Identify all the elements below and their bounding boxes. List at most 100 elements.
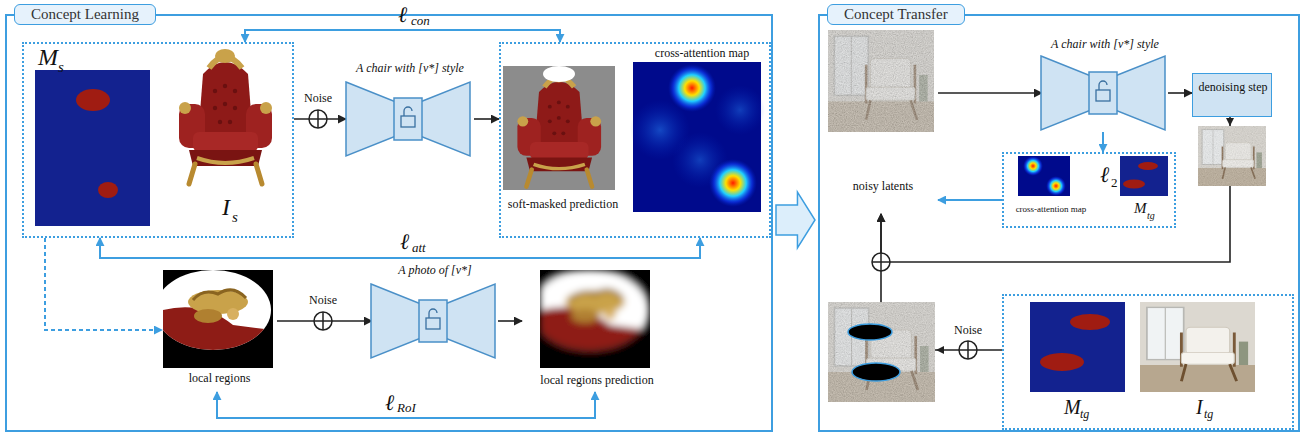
node-label: cross-attention map xyxy=(1006,204,1096,214)
noisy-latents-image xyxy=(828,30,934,132)
node-label: ℓ xyxy=(1100,162,1109,187)
denoised-image xyxy=(1198,126,1266,186)
sum-symbol xyxy=(309,110,977,359)
loss-subscript: att xyxy=(412,241,426,256)
connector xyxy=(938,92,1042,94)
source-mask xyxy=(98,182,118,198)
unet-block: A chair with [v*] style xyxy=(1042,38,1168,132)
masked-noisy-image xyxy=(828,302,935,402)
connector xyxy=(938,199,1002,201)
masked-noisy-image xyxy=(848,324,892,340)
connector xyxy=(474,118,499,120)
node-label: M xyxy=(38,44,58,72)
attention-loss-box: cross-attention mapℓ2Mtg xyxy=(1002,152,1176,228)
noisy-latents-image xyxy=(828,30,934,132)
target-input-box: MtgItg xyxy=(1002,294,1294,430)
sum-symbol xyxy=(872,253,890,271)
connector xyxy=(217,392,595,418)
local-prediction-image xyxy=(540,270,650,368)
node-label: M xyxy=(1064,396,1081,419)
cross-attention-small xyxy=(1018,156,1070,196)
target-mask-small xyxy=(1120,156,1168,196)
cross-attention-small xyxy=(1023,156,1043,176)
arrowhead xyxy=(1226,118,1234,126)
node-label: cross-attention map xyxy=(634,47,770,61)
denoised-image xyxy=(1198,126,1266,186)
connector xyxy=(498,320,522,322)
target-mask xyxy=(1030,302,1125,392)
local-prediction-image xyxy=(540,270,650,368)
unet-symbol xyxy=(1041,56,1165,130)
node-label: 2 xyxy=(1111,176,1118,191)
concept-learning-panel: Concept LearningMsIsA chair with [v*] st… xyxy=(5,14,773,432)
arrowhead xyxy=(936,346,944,354)
target-image xyxy=(1140,302,1255,392)
unet-symbol xyxy=(1041,56,1165,130)
local-regions-node: local regions xyxy=(162,270,277,392)
unet-symbol xyxy=(371,284,495,358)
unet-symbol xyxy=(371,284,495,358)
loss-subscript: RoI xyxy=(397,401,416,416)
unet-symbol xyxy=(346,82,470,156)
connector xyxy=(245,30,560,42)
transition-arrow xyxy=(776,192,815,248)
node-label: soft-masked prediction xyxy=(507,198,619,212)
cross-attention-image xyxy=(709,159,757,207)
masked-noisy-image xyxy=(828,302,935,402)
denoised-image xyxy=(1198,126,1266,186)
node-label: I xyxy=(222,194,230,222)
masked-noisy-image xyxy=(828,302,935,402)
local-prediction-node: local regions prediction xyxy=(522,270,672,392)
masked-noisy-image xyxy=(852,363,900,381)
node-label: local regions xyxy=(162,372,277,386)
connector xyxy=(1102,132,1104,152)
node-label: A photo of [v*] xyxy=(372,264,498,278)
source-mask xyxy=(35,70,150,226)
source-chair-image xyxy=(179,49,272,184)
cross-attention-small xyxy=(1046,176,1066,196)
node-label: A chair with [v*] style xyxy=(1042,38,1168,52)
cross-attention-image xyxy=(630,62,765,212)
connector xyxy=(881,117,1230,262)
local-prediction-image xyxy=(540,270,650,368)
connector xyxy=(1168,92,1192,94)
node-label: s xyxy=(58,59,64,76)
source-input-box: MsIs xyxy=(22,42,294,238)
target-mask-small xyxy=(1120,156,1168,196)
arrowhead xyxy=(936,118,1234,354)
prediction-box: soft-masked prediction cross-attention ma… xyxy=(499,42,771,238)
cross-attention-small xyxy=(1018,156,1070,196)
unet-block: A chair with [v*] style xyxy=(346,62,474,162)
cross-attention-image xyxy=(715,85,765,135)
loss-symbol: ℓ xyxy=(398,2,407,27)
edge-label: Noise xyxy=(946,324,990,338)
loss-subscript: con xyxy=(411,14,430,29)
cross-attention-image xyxy=(668,64,716,112)
node-label: I xyxy=(1196,396,1203,419)
loss-symbol: ℓ xyxy=(400,229,409,254)
target-mask xyxy=(1040,353,1084,371)
soft-masked-image xyxy=(503,66,615,190)
node-label: tg xyxy=(1147,210,1155,222)
sum-symbol xyxy=(314,312,332,330)
source-mask xyxy=(76,89,110,111)
panel-title: Concept Learning xyxy=(14,4,156,25)
edge-label: Noise xyxy=(296,92,340,106)
local-prediction-image xyxy=(540,270,650,368)
target-mask xyxy=(1070,314,1110,330)
target-mask-small xyxy=(1123,180,1145,189)
soft-masked-image xyxy=(503,66,615,190)
noisy-latents-node: noisy latents xyxy=(828,32,938,214)
node-label: noisy latents xyxy=(828,180,938,194)
edge-label: Noise xyxy=(301,294,345,308)
unet-block: A photo of [v*] xyxy=(372,264,498,364)
local-regions-image xyxy=(163,270,273,368)
source-mask xyxy=(35,70,150,226)
denoising-step-box: denoising step xyxy=(1192,73,1272,117)
node-label: tg xyxy=(1204,408,1213,422)
soft-masked-image xyxy=(517,71,601,187)
local-regions-image xyxy=(163,270,273,368)
target-mask xyxy=(1030,302,1125,392)
node-label: A chair with [v*] style xyxy=(346,62,474,76)
